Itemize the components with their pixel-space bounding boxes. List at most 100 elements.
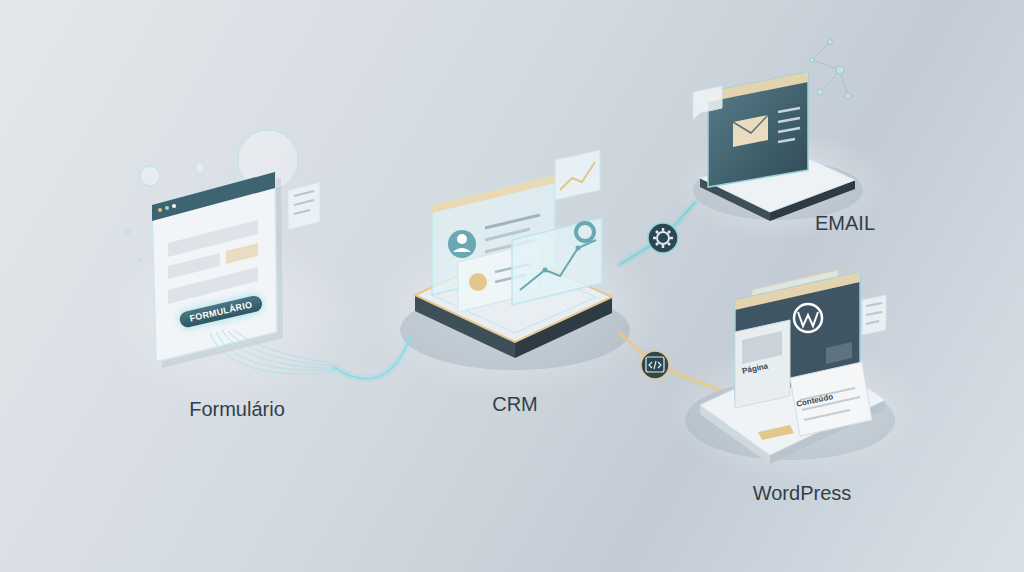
email-laptop-part: [778, 118, 800, 122]
background-glow: [100, 130, 925, 480]
fiber-lines-part: [234, 330, 335, 364]
email-node: EMAIL: [695, 70, 895, 240]
gear-icon-part-part: [668, 231, 670, 233]
connector-glow: [620, 333, 720, 390]
wordpress-site-part: [826, 342, 852, 364]
wordpress-site: [685, 270, 895, 464]
form-window-part: [165, 206, 169, 210]
connector: [620, 203, 695, 265]
crm-platform-part: [457, 234, 467, 244]
crm-platform-part: [555, 150, 600, 200]
email-laptop-part-part: [836, 66, 844, 74]
wordpress-site-part: [735, 272, 860, 310]
bubbles-part: [195, 163, 205, 173]
node-label: CRM: [492, 393, 538, 416]
email-laptop-part-part: [845, 93, 851, 99]
gear-icon: [648, 223, 678, 253]
panel-text: Conteúdo: [795, 392, 833, 409]
gear-icon-part: [648, 223, 678, 253]
wordpress-site-part: [790, 362, 872, 436]
email-laptop-part: [708, 72, 808, 187]
crm-platform-part: [485, 215, 540, 228]
crm-platform-part: [576, 223, 594, 241]
email-laptop-part: [778, 128, 800, 132]
email-laptop-part-part: [810, 58, 815, 63]
form-window-part: [288, 182, 320, 230]
gear-icon-part-part: [662, 245, 665, 248]
crm-platform-part: [512, 218, 602, 305]
gear-icon-part-part: [662, 228, 665, 231]
crm-platform-part: [453, 248, 471, 252]
email-laptop-part: [733, 115, 768, 133]
crm-platform-part: [448, 230, 476, 258]
email-laptop-part-part: [817, 89, 823, 95]
email-laptop-part: [708, 72, 808, 102]
email-laptop-part: [693, 86, 722, 120]
gear-icon-part-part: [668, 243, 670, 245]
gear-icon-part-part: [653, 237, 656, 240]
form-node: Formulário FORMULÁRIO: [140, 165, 335, 425]
connector-glow: [335, 338, 410, 379]
crm-platform: [400, 150, 630, 370]
form-window-part: [152, 172, 277, 362]
wordpress-site-part: [742, 331, 782, 364]
wordpress-site-part: [862, 295, 886, 335]
wordpress-site-part: [866, 312, 882, 315]
code-icon-part: [649, 361, 661, 369]
email-laptop-part: [733, 115, 768, 147]
email-laptop-part-part: [812, 42, 830, 60]
wordpress-site-part: [866, 321, 879, 324]
connector-glow: [620, 203, 695, 265]
form-window-part: [294, 191, 314, 196]
fiber-lines: [210, 330, 335, 374]
wordpress-site-part: [866, 303, 882, 306]
form-window-part: [294, 200, 314, 205]
email-laptop-part: [778, 108, 800, 112]
connector-line: [335, 338, 410, 379]
connector-line: [620, 333, 720, 390]
crm-platform-part: [543, 268, 548, 273]
gear-icon-part: [653, 228, 673, 248]
form-window-part: [294, 210, 310, 214]
crm-platform-part: [469, 273, 487, 291]
connector: [335, 338, 410, 379]
crm-node: CRM: [410, 170, 620, 425]
node-label: WordPress: [753, 482, 852, 505]
email-laptop-part-part: [828, 40, 833, 45]
wordpress-node: PáginaConteúdoWordPress: [720, 270, 900, 510]
node-label: Formulário: [189, 398, 285, 421]
crm-platform-part: [560, 162, 595, 190]
gear-icon-part-part: [656, 243, 658, 245]
wordpress-site-part: [758, 425, 794, 440]
bubbles-part: [140, 166, 160, 186]
connector-line: [620, 203, 695, 265]
gear-icon-part-part: [670, 237, 673, 240]
email-laptop-part: [810, 40, 852, 100]
form-window-part: [158, 208, 162, 212]
code-icon-part: [646, 357, 664, 372]
wordpress-site-part: [794, 304, 822, 332]
crm-platform-part: [576, 246, 581, 251]
form-window-part: [172, 204, 176, 208]
button-text: FORMULÁRIO: [189, 299, 254, 323]
form-window-part: [168, 253, 220, 279]
node-label: EMAIL: [815, 212, 875, 235]
fiber-lines-part: [228, 331, 335, 366]
bubbles-part: [139, 259, 142, 262]
form-window-part: [226, 243, 258, 264]
code-icon: [641, 351, 669, 379]
wordpress-site-part: [804, 410, 850, 420]
crm-platform-part: [520, 240, 596, 290]
form-window-part: [152, 172, 275, 221]
connector: [620, 333, 720, 390]
crm-platform-part: [432, 175, 555, 213]
wordpress-site-part: [735, 320, 790, 408]
email-laptop: [693, 40, 863, 222]
panel-text: Página: [741, 361, 769, 375]
wordpress-site-part: [798, 312, 818, 326]
form-button: FORMULÁRIO: [178, 294, 263, 328]
